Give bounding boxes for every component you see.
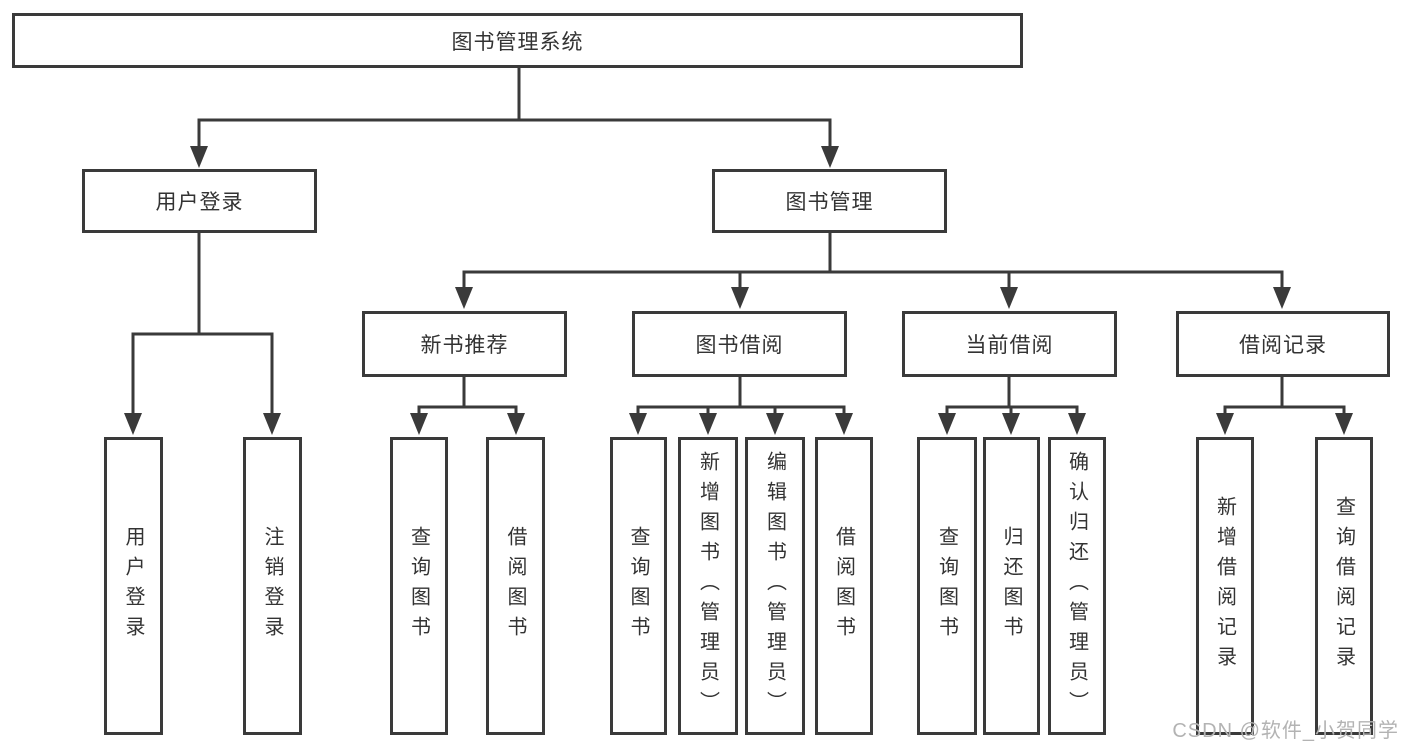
node-label: 图书借阅 [695,334,784,357]
leaf-add-borrow-record: 新增借阅记录 [1196,437,1254,735]
leaf-add-books-admin: 新增图书（管理员） [678,437,738,735]
node-label: 用户登录 [155,191,244,214]
node-label: 新书推荐 [420,334,509,357]
leaf-label: 查询借阅记录 [1332,496,1355,676]
leaf-query-books: 查询图书 [610,437,667,735]
leaf-label: 查询图书 [935,526,958,646]
leaf-label: 归还图书 [1000,526,1022,646]
leaf-label: 借阅图书 [832,526,855,646]
node-current-borrowing: 当前借阅 [902,311,1117,377]
leaf-borrow-books: 借阅图书 [486,437,545,735]
leaf-query-borrow-record: 查询借阅记录 [1315,437,1373,735]
leaf-user-login: 用户登录 [104,437,163,735]
node-label: 图书管理 [785,191,874,214]
node-label: 借阅记录 [1239,334,1327,357]
leaf-label: 查询图书 [407,526,430,646]
leaf-edit-books-admin: 编辑图书（管理员） [745,437,805,735]
leaf-label: 新增图书（管理员） [696,451,719,721]
leaf-label: 查询图书 [627,526,649,646]
leaf-label: 新增借阅记录 [1213,496,1236,676]
leaf-label: 注销登录 [261,526,283,646]
leaf-query-books: 查询图书 [390,437,448,735]
leaf-borrow-books: 借阅图书 [815,437,873,735]
leaf-confirm-return-admin: 确认归还（管理员） [1048,437,1106,735]
leaf-label: 确认归还（管理员） [1065,451,1088,721]
leaf-label: 编辑图书（管理员） [763,451,786,721]
leaf-query-books: 查询图书 [917,437,977,735]
leaf-return-books: 归还图书 [983,437,1040,735]
node-borrowing-records: 借阅记录 [1176,311,1390,377]
node-new-book-recommendation: 新书推荐 [362,311,567,377]
leaf-label: 借阅图书 [504,526,526,646]
watermark-csdn: CSDN @软件_小贺同学 [1172,720,1399,742]
leaf-label: 用户登录 [122,526,144,646]
node-label: 当前借阅 [965,334,1054,357]
node-book-management: 图书管理 [712,169,947,233]
leaf-logout: 注销登录 [243,437,302,735]
node-label: 图书管理系统 [451,30,584,54]
node-book-borrowing: 图书借阅 [632,311,847,377]
node-library-management-system: 图书管理系统 [12,13,1023,68]
node-user-login: 用户登录 [82,169,317,233]
